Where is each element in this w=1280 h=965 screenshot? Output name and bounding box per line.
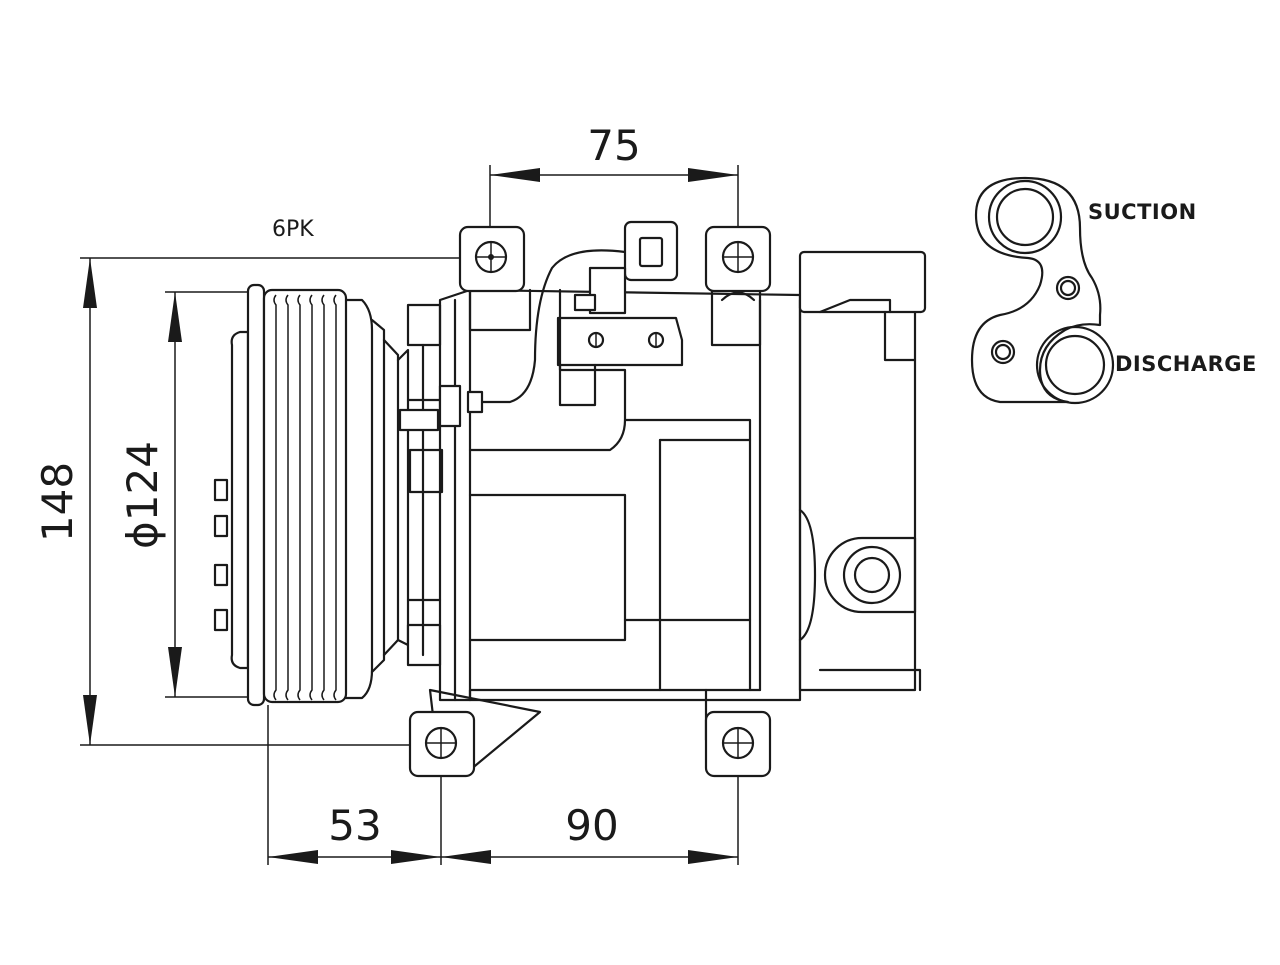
dimension-diameter: ϕ124 (118, 291, 250, 698)
pulley (213, 283, 400, 707)
dim-148-label: 148 (33, 462, 82, 542)
dim-53-label: 53 (328, 801, 381, 850)
electrical-connector (466, 220, 679, 414)
rear-head (798, 250, 927, 692)
dim-diameter-label: ϕ124 (118, 441, 167, 549)
compressor-body (428, 288, 802, 777)
mount-top-right (704, 225, 772, 347)
suction-label: SUCTION (1088, 200, 1197, 224)
belt-label: 6PK (272, 217, 314, 242)
dim-90-label: 90 (565, 801, 618, 850)
dimension-148: 148 (33, 257, 470, 746)
dimension-bottom: 53 90 (267, 705, 739, 865)
port-flange: SUCTION DISCHARGE (970, 176, 1257, 405)
service-port (823, 536, 917, 614)
mount-top-left (458, 225, 532, 332)
dim-75-label: 75 (587, 121, 640, 170)
mount-bottom-right (704, 688, 772, 778)
discharge-label: DISCHARGE (1115, 352, 1257, 376)
mount-bottom-left (408, 710, 476, 778)
dimension-75: 75 (489, 121, 739, 232)
front-housing (396, 288, 472, 702)
